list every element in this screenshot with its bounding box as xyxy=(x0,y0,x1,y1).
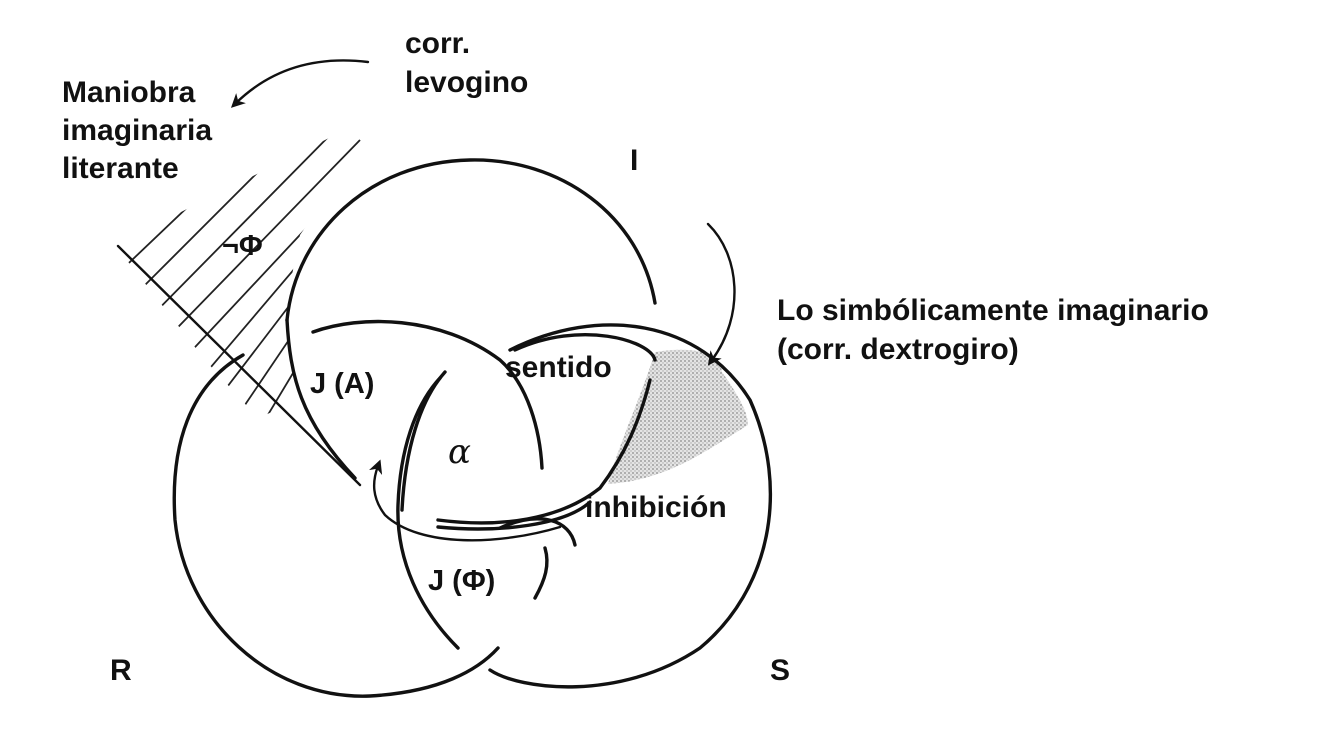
hatch-border-line xyxy=(116,244,362,487)
label-inhibicion: inhibición xyxy=(585,491,727,524)
label-literante: literante xyxy=(62,152,179,185)
ring-label-s: S xyxy=(770,654,790,687)
label-imaginaria: imaginaria xyxy=(62,114,212,147)
label-neg-phi: ¬Φ xyxy=(222,230,263,262)
label-sentido: sentido xyxy=(505,351,612,384)
label-simbolicamente: Lo simbólicamente imaginario xyxy=(777,294,1209,327)
label-alpha: α xyxy=(448,432,471,472)
arrows xyxy=(230,59,736,542)
ring-label-r: R xyxy=(110,654,132,687)
label-dextrogiro: (corr. dextrogiro) xyxy=(777,333,1019,366)
ring-i xyxy=(285,158,657,480)
label-jphi: J (Φ) xyxy=(428,565,495,597)
label-levogino: levogino xyxy=(405,66,528,99)
label-maniobra: Maniobra xyxy=(62,76,196,109)
ring-label-i: I xyxy=(630,144,638,177)
curved-arrow-levogino xyxy=(230,59,370,108)
shaded-region xyxy=(608,349,748,484)
inner-arcs xyxy=(311,319,657,600)
curved-arrow-inner xyxy=(368,459,562,542)
ring-r xyxy=(172,353,500,698)
curved-arrow-dextrogiro xyxy=(706,222,736,366)
label-corr: corr. xyxy=(405,27,470,60)
label-ja: J (A) xyxy=(310,368,374,400)
